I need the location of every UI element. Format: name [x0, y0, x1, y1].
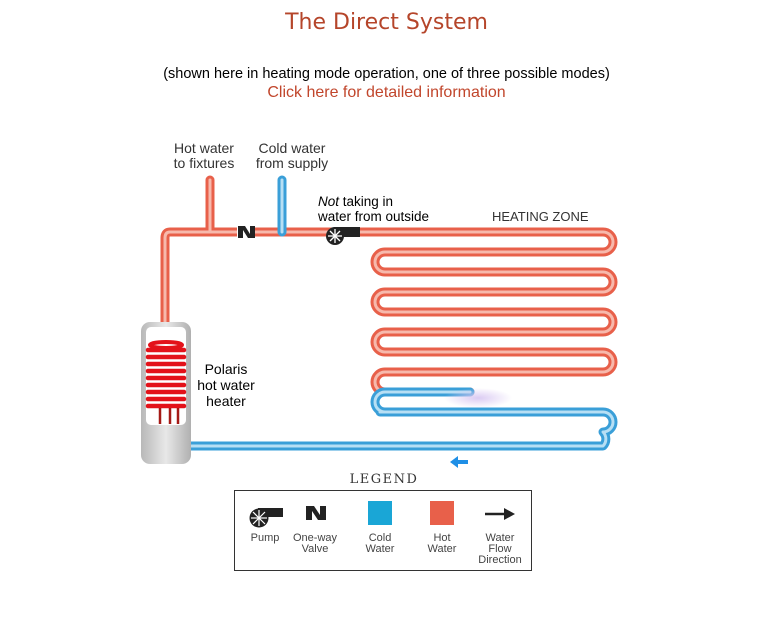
hot-water-swatch	[430, 501, 454, 525]
legend-label: One-way Valve	[292, 532, 338, 555]
pump-status-note: Not taking in water from outside	[318, 194, 430, 224]
temperature-blend-glow	[444, 388, 512, 408]
heater-label: Polaris hot water heater	[197, 361, 255, 409]
hot-water-pipe	[160, 175, 618, 397]
pump-icon	[249, 508, 283, 528]
cold-water-pipe	[185, 175, 618, 451]
legend-item-hot-water: Hot Water	[413, 491, 471, 572]
legend-item-water-flow-direction: Water Flow Direction	[471, 491, 529, 572]
one-way-valve-icon	[306, 506, 326, 520]
legend-label: Water Flow Direction	[478, 532, 522, 566]
one-way-valve-icon	[237, 226, 255, 238]
legend-label: Hot Water	[427, 532, 457, 555]
heating-zone-label: HEATING ZONE	[492, 209, 589, 224]
cold-water-swatch	[368, 501, 392, 525]
legend-label: Pump	[250, 532, 280, 544]
polaris-heater-tank	[141, 322, 191, 464]
legend-item-one-way-valve: One-way Valve	[289, 491, 341, 572]
mode-subtitle: (shown here in heating mode operation, o…	[163, 66, 610, 82]
page-title: The Direct System	[285, 10, 488, 35]
arrow-right-icon	[485, 508, 515, 520]
pump-icon	[326, 227, 360, 245]
heater-coil-icon	[145, 340, 187, 409]
legend-item-cold-water: Cold Water	[351, 491, 409, 572]
detailed-information-link[interactable]: Click here for detailed information	[267, 84, 506, 101]
flow-direction-arrow-icon	[450, 456, 468, 468]
legend: Pump One-way Valve Cold Water Hot Water	[234, 490, 532, 571]
legend-item-pump: Pump	[239, 491, 291, 572]
cold-water-from-supply-label: Cold water from supply	[255, 140, 329, 171]
legend-title: LEGEND	[349, 472, 419, 487]
hot-water-to-fixtures-label: Hot water to fixtures	[173, 140, 235, 171]
legend-label: Cold Water	[365, 532, 395, 555]
